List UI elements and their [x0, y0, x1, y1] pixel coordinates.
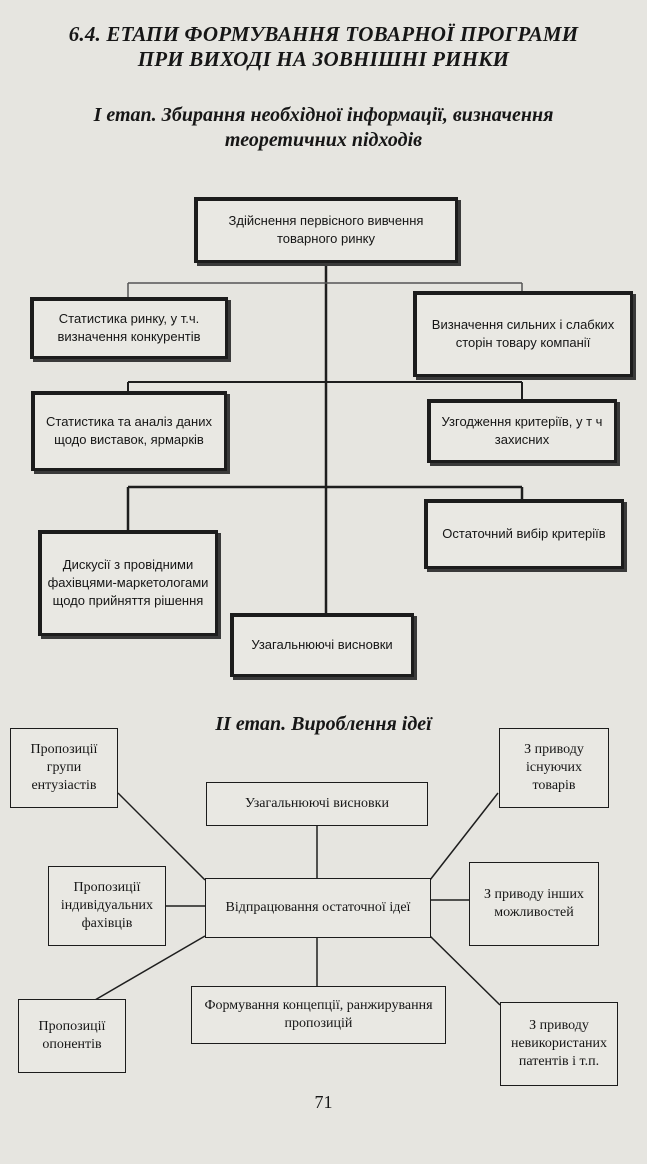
box-exhibitions-analysis: Статистика та аналіз даних щодо виставок… [31, 391, 227, 471]
box-experts-proposals-text: Пропозиції індивідуальних фахівців [60, 880, 154, 931]
stage2-heading: ІІ етап. Вироблення ідеї [215, 713, 432, 735]
stage1-heading-line-2: теоретичних підходів [224, 129, 423, 151]
box-existing-products-text: З приводу існуючих товарів [524, 742, 584, 793]
box-final-criteria-choice: Остаточний вибір критеріїв [424, 499, 624, 569]
box-stage2-conclusions: Узагальнюючі висновки [206, 782, 428, 826]
box-summary-conclusions: Узагальнюючі висновки [230, 613, 414, 677]
box-experts-proposals: Пропозиції індивідуальних фахівців [48, 866, 166, 946]
box-enthusiasts-proposals-text: Пропозиції групи ентузіастів [30, 742, 98, 793]
box-existing-products: З приводу існуючих товарів [499, 728, 609, 808]
box-final-idea-text: Відпрацювання остаточної ідеї [225, 900, 411, 915]
box-strengths-weaknesses: Визначення сильних і слабких сторін това… [413, 291, 633, 377]
box-exhibitions-analysis-text: Статистика та аналіз даних щодо виставок… [46, 414, 212, 447]
box-market-statistics-text: Статистика ринку, у т.ч. визначення конк… [57, 311, 201, 344]
box-other-opportunities-text: З приводу інших можливостей [484, 887, 584, 920]
box-expert-discussions-text: Дискусії з провідними фахівцями-маркетол… [47, 557, 209, 608]
box-other-opportunities: З приводу інших можливостей [469, 862, 599, 946]
box-criteria-agreement-text: Узгодження критеріїв, у т ч захисних [441, 414, 603, 447]
box-criteria-agreement: Узгодження критеріїв, у т ч захисних [427, 399, 617, 463]
box-summary-conclusions-text: Узагальнюючі висновки [251, 637, 393, 652]
box-enthusiasts-proposals: Пропозиції групи ентузіастів [10, 728, 118, 808]
box-strengths-weaknesses-text: Визначення сильних і слабких сторін това… [431, 317, 615, 350]
box-unused-patents: З приводу невикористаних патентів і т.п. [500, 1002, 618, 1086]
page-title-line-1: 6.4. ЕТАПИ ФОРМУВАННЯ ТОВАРНОЇ ПРОГРАМИ [68, 22, 579, 46]
box-opponents-proposals-text: Пропозиції опонентів [38, 1019, 106, 1052]
box-stage2-conclusions-text: Узагальнюючі висновки [245, 796, 389, 811]
box-concept-formation-text: Формування концепції, ранжирування пропо… [204, 998, 433, 1031]
page-title-line-2: ПРИ ВИХОДІ НА ЗОВНІШНІ РИНКИ [137, 47, 510, 71]
box-final-criteria-choice-text: Остаточний вибір критеріїв [442, 526, 606, 541]
box-expert-discussions: Дискусії з провідними фахівцями-маркетол… [38, 530, 218, 636]
box-market-statistics: Статистика ринку, у т.ч. визначення конк… [30, 297, 228, 359]
box-unused-patents-text: З приводу невикористаних патентів і т.п. [510, 1018, 608, 1069]
box-final-idea: Відпрацювання остаточної ідеї [205, 878, 431, 938]
page-number: 71 [314, 1092, 333, 1112]
box-opponents-proposals: Пропозиції опонентів [18, 999, 126, 1073]
box-initial-market-study-text: Здійснення первісного вивчення товарного… [228, 213, 424, 246]
box-initial-market-study: Здійснення первісного вивчення товарного… [194, 197, 458, 263]
stage1-heading-line-1: І етап. Збирання необхідної інформації, … [93, 104, 554, 126]
box-concept-formation: Формування концепції, ранжирування пропо… [191, 986, 446, 1044]
